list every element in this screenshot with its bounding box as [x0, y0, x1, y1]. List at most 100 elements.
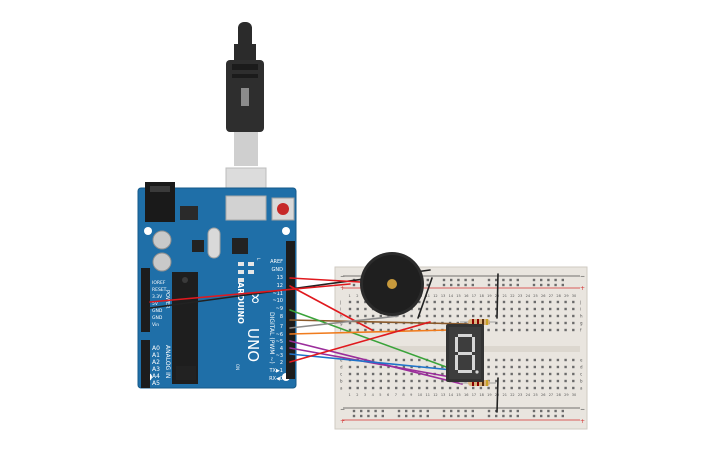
breadboard-hole[interactable] [556, 379, 560, 383]
breadboard-hole[interactable] [572, 386, 575, 390]
breadboard-hole[interactable] [433, 386, 436, 390]
breadboard-hole[interactable] [472, 300, 475, 304]
breadboard-hole[interactable] [426, 409, 429, 413]
breadboard-hole[interactable] [533, 372, 536, 376]
breadboard-hole[interactable] [441, 372, 444, 376]
breadboard-hole[interactable] [402, 379, 406, 383]
breadboard-hole[interactable] [495, 386, 498, 390]
breadboard-hole[interactable] [379, 358, 382, 362]
breadboard-hole[interactable] [532, 283, 536, 287]
breadboard-hole[interactable] [561, 414, 564, 418]
breadboard-hole[interactable] [348, 314, 352, 318]
breadboard-hole[interactable] [561, 409, 564, 413]
breadboard-hole[interactable] [425, 300, 429, 304]
breadboard-hole[interactable] [487, 365, 490, 369]
breadboard-hole[interactable] [471, 409, 474, 413]
breadboard-hole[interactable] [502, 372, 506, 376]
breadboard-hole[interactable] [556, 314, 560, 318]
breadboard-hole[interactable] [541, 321, 544, 325]
breadboard-hole[interactable] [533, 358, 536, 362]
breadboard-hole[interactable] [412, 414, 415, 418]
breadboard-hole[interactable] [556, 365, 560, 369]
breadboard-hole[interactable] [525, 379, 529, 383]
breadboard-hole[interactable] [356, 328, 359, 332]
breadboard-hole[interactable] [495, 283, 498, 287]
breadboard-hole[interactable] [510, 321, 513, 325]
breadboard-hole[interactable] [419, 414, 422, 418]
breadboard-hole[interactable] [450, 278, 453, 282]
breadboard-hole[interactable] [348, 379, 352, 383]
breadboard-hole[interactable] [525, 300, 529, 304]
breadboard-hole[interactable] [516, 278, 519, 282]
breadboard-hole[interactable] [518, 328, 521, 332]
breadboard-hole[interactable] [479, 386, 483, 390]
breadboard-hole[interactable] [547, 409, 550, 413]
breadboard-hole[interactable] [472, 314, 475, 318]
breadboard-hole[interactable] [464, 321, 467, 325]
breadboard-hole[interactable] [410, 314, 413, 318]
breadboard-hole[interactable] [572, 372, 575, 376]
breadboard-hole[interactable] [564, 386, 567, 390]
breadboard-hole[interactable] [442, 278, 446, 282]
breadboard-hole[interactable] [549, 328, 552, 332]
breadboard-hole[interactable] [379, 379, 382, 383]
breadboard-hole[interactable] [457, 414, 460, 418]
breadboard-hole[interactable] [487, 283, 491, 287]
breadboard-hole[interactable] [495, 307, 498, 311]
breadboard-hole[interactable] [564, 379, 567, 383]
breadboard-hole[interactable] [397, 414, 401, 418]
breadboard-hole[interactable] [502, 386, 506, 390]
breadboard-hole[interactable] [510, 358, 513, 362]
breadboard-hole[interactable] [572, 328, 575, 332]
breadboard-hole[interactable] [549, 386, 552, 390]
breadboard-hole[interactable] [348, 300, 352, 304]
breadboard-hole[interactable] [487, 358, 490, 362]
breadboard-hole[interactable] [549, 307, 552, 311]
breadboard-hole[interactable] [533, 300, 536, 304]
breadboard-hole[interactable] [356, 300, 359, 304]
breadboard-hole[interactable] [495, 365, 498, 369]
breadboard-hole[interactable] [516, 409, 519, 413]
breadboard-hole[interactable] [533, 328, 536, 332]
resistor-top[interactable] [460, 319, 496, 325]
breadboard-hole[interactable] [540, 414, 543, 418]
breadboard-hole[interactable] [549, 321, 552, 325]
breadboard-hole[interactable] [387, 379, 390, 383]
breadboard-hole[interactable] [502, 321, 506, 325]
breadboard-hole[interactable] [502, 365, 506, 369]
breadboard-hole[interactable] [441, 307, 444, 311]
breadboard-hole[interactable] [487, 409, 491, 413]
breadboard-hole[interactable] [471, 283, 474, 287]
breadboard-hole[interactable] [502, 314, 506, 318]
breadboard-hole[interactable] [495, 278, 498, 282]
breadboard-hole[interactable] [564, 307, 567, 311]
breadboard-hole[interactable] [412, 409, 415, 413]
breadboard-hole[interactable] [541, 372, 544, 376]
breadboard-hole[interactable] [441, 358, 444, 362]
breadboard-hole[interactable] [356, 365, 359, 369]
breadboard-hole[interactable] [441, 300, 444, 304]
breadboard-hole[interactable] [425, 307, 429, 311]
breadboard-hole[interactable] [450, 409, 453, 413]
breadboard-hole[interactable] [518, 365, 521, 369]
breadboard-hole[interactable] [356, 307, 359, 311]
breadboard-hole[interactable] [554, 409, 557, 413]
breadboard-hole[interactable] [572, 379, 575, 383]
breadboard-hole[interactable] [549, 379, 552, 383]
breadboard-hole[interactable] [549, 358, 552, 362]
breadboard-hole[interactable] [387, 328, 390, 332]
breadboard-hole[interactable] [540, 409, 543, 413]
breadboard-hole[interactable] [532, 414, 536, 418]
breadboard-hole[interactable] [364, 372, 367, 376]
breadboard-hole[interactable] [572, 321, 575, 325]
breadboard-hole[interactable] [364, 321, 367, 325]
breadboard-hole[interactable] [441, 379, 444, 383]
breadboard-hole[interactable] [554, 278, 557, 282]
breadboard-hole[interactable] [556, 300, 560, 304]
breadboard-hole[interactable] [549, 300, 552, 304]
breadboard-hole[interactable] [448, 386, 452, 390]
breadboard-hole[interactable] [387, 372, 390, 376]
breadboard-hole[interactable] [556, 328, 560, 332]
breadboard-hole[interactable] [487, 372, 490, 376]
breadboard-hole[interactable] [410, 372, 413, 376]
